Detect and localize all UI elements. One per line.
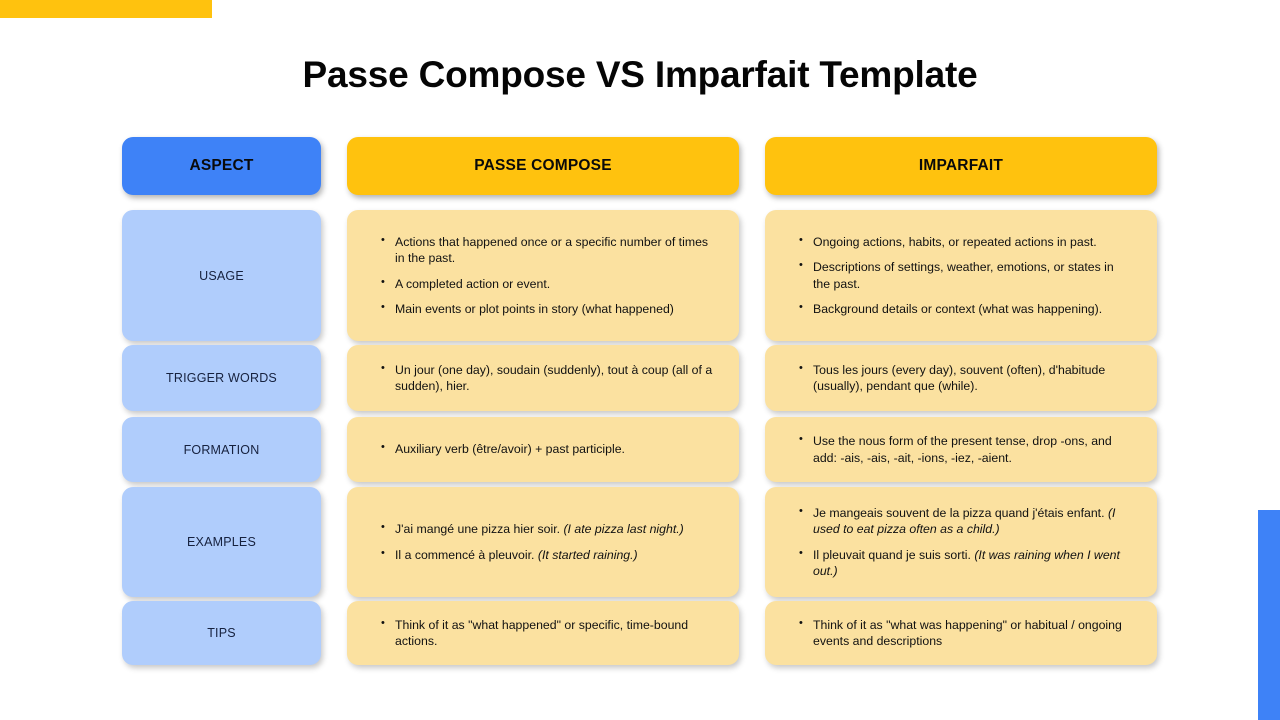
comparison-table: ASPECT PASSE COMPOSE IMPARFAIT USAGE Act… (122, 137, 1158, 667)
bullet-list: Un jour (one day), soudain (suddenly), t… (381, 361, 713, 395)
header-imparfait[interactable]: IMPARFAIT (765, 137, 1157, 195)
bullet-item: Descriptions of settings, weather, emoti… (799, 258, 1131, 292)
column-passe-compose: PASSE COMPOSE (347, 137, 739, 195)
header-passe-compose[interactable]: PASSE COMPOSE (347, 137, 739, 195)
column-imparfait: IMPARFAIT (765, 137, 1157, 195)
bullet-item: Main events or plot points in story (wha… (381, 300, 713, 317)
bullet-item: Actions that happened once or a specific… (381, 233, 713, 267)
bullet-item: Think of it as "what was happening" or h… (799, 616, 1131, 650)
cell-examples-imparfait[interactable]: Je mangeais souvent de la pizza quand j'… (765, 487, 1157, 597)
decoration-right-bar (1258, 510, 1280, 720)
cell-usage-imparfait[interactable]: Ongoing actions, habits, or repeated act… (765, 210, 1157, 341)
row-label-text: TRIGGER WORDS (166, 371, 277, 385)
cell-formation-passe-compose[interactable]: Auxiliary verb (être/avoir) + past parti… (347, 417, 739, 482)
bullet-item: Background details or context (what was … (799, 300, 1131, 317)
bullet-item: Un jour (one day), soudain (suddenly), t… (381, 361, 713, 395)
bullet-list: Actions that happened once or a specific… (381, 233, 713, 318)
row-label-text: EXAMPLES (187, 535, 256, 549)
bullet-list: Je mangeais souvent de la pizza quand j'… (799, 504, 1131, 580)
bullet-item: Il a commencé à pleuvoir. (It started ra… (381, 545, 713, 563)
cell-tips-imparfait[interactable]: Think of it as "what was happening" or h… (765, 601, 1157, 665)
bullet-item: Je mangeais souvent de la pizza quand j'… (799, 504, 1131, 538)
cell-trigger-words-passe-compose[interactable]: Un jour (one day), soudain (suddenly), t… (347, 345, 739, 411)
page-title: Passe Compose VS Imparfait Template (302, 54, 978, 95)
row-label-usage[interactable]: USAGE (122, 210, 321, 341)
bullet-list: J'ai mangé une pizza hier soir. (I ate p… (381, 520, 713, 563)
header-aspect[interactable]: ASPECT (122, 137, 321, 195)
bullet-item: Ongoing actions, habits, or repeated act… (799, 233, 1131, 250)
bullet-item: J'ai mangé une pizza hier soir. (I ate p… (381, 520, 713, 537)
cell-usage-passe-compose[interactable]: Actions that happened once or a specific… (347, 210, 739, 341)
bullet-item: A completed action or event. (381, 274, 713, 292)
row-label-trigger-words[interactable]: TRIGGER WORDS (122, 345, 321, 411)
row-label-text: FORMATION (183, 442, 260, 457)
row-label-tips[interactable]: TIPS (122, 601, 321, 665)
bullet-list: Use the nous form of the present tense, … (799, 432, 1131, 466)
cell-trigger-words-imparfait[interactable]: Tous les jours (every day), souvent (oft… (765, 345, 1157, 411)
row-label-examples[interactable]: EXAMPLES (122, 487, 321, 597)
bullet-list: Think of it as "what happened" or specif… (381, 616, 713, 650)
bullet-item: Auxiliary verb (être/avoir) + past parti… (381, 440, 713, 457)
row-label-formation[interactable]: FORMATION (122, 417, 321, 482)
cell-examples-passe-compose[interactable]: J'ai mangé une pizza hier soir. (I ate p… (347, 487, 739, 597)
row-label-text: TIPS (207, 626, 236, 640)
bullet-list: Ongoing actions, habits, or repeated act… (799, 233, 1131, 318)
column-aspect: ASPECT (122, 137, 321, 195)
cell-tips-passe-compose[interactable]: Think of it as "what happened" or specif… (347, 601, 739, 665)
bullet-item: Tous les jours (every day), souvent (oft… (799, 361, 1131, 395)
row-label-text: USAGE (199, 268, 244, 283)
bullet-list: Auxiliary verb (être/avoir) + past parti… (381, 440, 713, 457)
bullet-item: Il pleuvait quand je suis sorti. (It was… (799, 546, 1131, 580)
decoration-top-left-bar (0, 0, 212, 18)
cell-formation-imparfait[interactable]: Use the nous form of the present tense, … (765, 417, 1157, 482)
bullet-list: Tous les jours (every day), souvent (oft… (799, 361, 1131, 395)
bullet-item: Use the nous form of the present tense, … (799, 432, 1131, 466)
bullet-item: Think of it as "what happened" or specif… (381, 616, 713, 650)
bullet-list: Think of it as "what was happening" or h… (799, 616, 1131, 650)
